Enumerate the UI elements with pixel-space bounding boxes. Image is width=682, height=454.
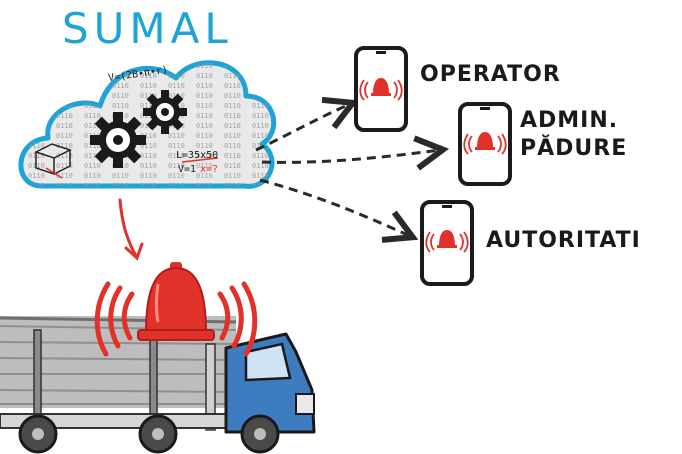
logging-truck xyxy=(0,316,316,454)
wheel xyxy=(18,414,58,454)
alarm-bell-icon xyxy=(94,262,258,357)
label-authorities: AUTORITATI xyxy=(486,228,641,253)
label-admin-line2: PĂDURE xyxy=(520,136,628,161)
wheel xyxy=(240,414,280,454)
bell-icon xyxy=(425,230,469,253)
gear-icon xyxy=(90,112,146,168)
label-operator: OPERATOR xyxy=(420,62,561,87)
formula-low-b: x=? xyxy=(200,164,219,175)
truck-cab xyxy=(224,332,316,434)
arrow-to-authorities xyxy=(259,178,410,236)
label-admin-line1: ADMIN. xyxy=(520,108,619,133)
alert-arrow xyxy=(118,198,144,261)
bell-icon xyxy=(359,78,403,101)
bell-icon xyxy=(463,132,507,155)
arrow-to-admin xyxy=(261,150,440,162)
wood-cube-icon xyxy=(34,143,72,179)
phone-admin xyxy=(458,102,512,186)
wheel xyxy=(138,414,178,454)
formula-low-a: V=1 xyxy=(178,164,197,175)
phone-operator xyxy=(354,46,408,132)
gear-icon xyxy=(143,90,187,134)
app-title: SUMAL xyxy=(62,4,233,53)
phone-authorities xyxy=(420,200,474,286)
underline-mark xyxy=(181,157,219,163)
formula-mid: L=35x50 xyxy=(176,150,219,161)
arrow-to-operator xyxy=(255,104,350,152)
